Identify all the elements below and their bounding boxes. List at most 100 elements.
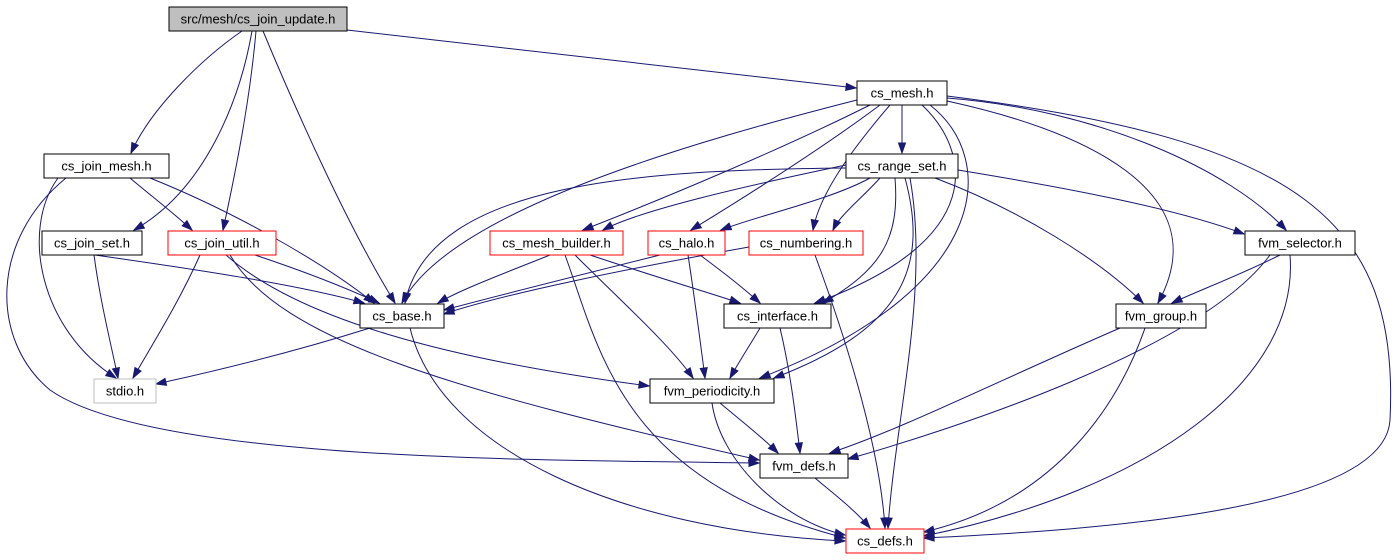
- edge-cs_base_h-to-cs_defs_h: [409, 327, 846, 542]
- edge-cs_range_set_h-to-cs_defs_h: [887, 177, 917, 529]
- node-cs-mesh-h[interactable]: cs_mesh.h: [856, 80, 948, 106]
- arrowhead-cs_join_mesh_h-to-stdio_h: [104, 368, 118, 379]
- node-box: [649, 378, 775, 404]
- arrowhead-cs_join_set_h-to-stdio_h: [111, 366, 120, 380]
- arrowhead-cs_join_util_h-to-fvm_defs_h: [747, 453, 761, 462]
- node-cs-base-h[interactable]: cs_base.h: [359, 303, 445, 329]
- node-box: [845, 153, 959, 179]
- edge-cs_join_update_h-to-cs_join_set_h: [133, 30, 253, 231]
- node-label: cs_mesh_builder.h: [502, 236, 610, 251]
- edge-cs_join_mesh_h-to-stdio_h: [38, 177, 117, 379]
- node-label: cs_numbering.h: [760, 236, 853, 251]
- arrowhead-cs_numbering_h-to-cs_base_h: [442, 306, 456, 315]
- edge-cs_join_util_h-to-fvm_defs_h: [229, 254, 760, 461]
- edge-cs_interface_h-to-fvm_defs_h: [779, 327, 801, 454]
- node-cs-range-set-h[interactable]: cs_range_set.h: [845, 153, 959, 179]
- edge-cs_mesh_builder_h-to-cs_defs_h: [564, 254, 846, 539]
- node-box: [1244, 230, 1356, 256]
- node-cs-defs-h[interactable]: cs_defs.h: [845, 528, 925, 554]
- node-label: fvm_selector.h: [1258, 236, 1342, 251]
- node-label: cs_join_set.h: [54, 236, 130, 251]
- arrowhead-cs_numbering_h-to-cs_defs_h: [880, 517, 889, 530]
- arrowhead-cs_join_update_h-to-cs_join_util_h: [221, 218, 230, 232]
- arrowhead-cs_join_update_h-to-cs_base_h: [385, 291, 396, 305]
- arrowhead-cs_mesh_builder_h-to-fvm_periodicity_h: [683, 366, 694, 380]
- arrowhead-cs_join_update_h-to-cs_join_set_h: [132, 221, 146, 231]
- node-box: [723, 303, 832, 329]
- node-label: cs_mesh.h: [871, 86, 934, 101]
- arrowhead-cs_range_set_h-to-cs_interface_h: [821, 294, 835, 304]
- edge-fvm_group_h-to-cs_defs_h: [923, 327, 1146, 533]
- node-cs-join-update-h: src/mesh/cs_join_update.h: [168, 6, 348, 32]
- node-label: cs_join_util.h: [184, 236, 259, 251]
- node-label: fvm_group.h: [1125, 309, 1197, 324]
- arrowhead-cs_range_set_h-to-cs_numbering_h: [832, 218, 842, 232]
- edge-fvm_periodicity_h-to-cs_defs_h: [711, 402, 846, 536]
- node-cs-numbering-h[interactable]: cs_numbering.h: [748, 230, 864, 256]
- dependency-edges: [6, 29, 1392, 545]
- arrowhead-cs_mesh_h-to-cs_halo_h: [689, 220, 703, 231]
- edge-cs_mesh_h-to-fvm_selector_h: [946, 97, 1287, 231]
- dependency-nodes: src/mesh/cs_join_update.h cs_mesh.h cs_joi…: [41, 6, 1356, 554]
- node-cs-join-set-h[interactable]: cs_join_set.h: [41, 230, 143, 256]
- node-fvm-defs-h[interactable]: fvm_defs.h: [759, 453, 849, 479]
- node-cs-halo-h[interactable]: cs_halo.h: [647, 230, 726, 256]
- edge-cs_join_mesh_h-to-cs_join_util_h: [129, 177, 193, 231]
- edge-cs_mesh_h-to-fvm_periodicity_h: [759, 104, 969, 379]
- node-fvm-periodicity-h[interactable]: fvm_periodicity.h: [649, 378, 775, 404]
- arrowhead-cs_mesh_builder_h-to-cs_base_h: [436, 294, 450, 304]
- edge-cs_numbering_h-to-cs_defs_h: [814, 254, 886, 529]
- node-fvm-group-h[interactable]: fvm_group.h: [1115, 303, 1207, 329]
- node-box: [167, 230, 277, 256]
- edge-cs_mesh_builder_h-to-fvm_periodicity_h: [574, 254, 694, 379]
- arrowhead-cs_mesh_h-to-cs_mesh_builder_h: [581, 222, 595, 231]
- edge-cs_join_util_h-to-fvm_periodicity_h: [225, 254, 650, 387]
- arrowhead-cs_join_set_h-to-cs_base_h: [352, 296, 366, 305]
- edge-cs_join_util_h-to-cs_base_h: [254, 254, 380, 304]
- node-stdio-h[interactable]: stdio.h: [93, 378, 157, 404]
- arrowhead-cs_halo_h-to-fvm_periodicity_h: [699, 367, 708, 380]
- arrowhead-cs_halo_h-to-cs_interface_h: [749, 292, 762, 305]
- edge-fvm_selector_h-to-cs_defs_h: [923, 254, 1291, 537]
- edge-cs_join_util_h-to-stdio_h: [132, 254, 201, 379]
- node-label: cs_defs.h: [857, 534, 913, 549]
- arrowhead-fvm_periodicity_h-to-cs_defs_h: [833, 528, 847, 537]
- node-label: cs_halo.h: [659, 236, 715, 251]
- node-cs-join-mesh-h[interactable]: cs_join_mesh.h: [43, 153, 170, 179]
- arrowhead-fvm_selector_h-to-fvm_defs_h: [846, 452, 860, 461]
- arrowhead-cs_mesh_h-to-cs_interface_h: [813, 295, 827, 304]
- edge-cs_join_update_h-to-cs_mesh_h: [346, 29, 857, 89]
- edge-fvm_group_h-to-fvm_defs_h: [829, 327, 1121, 454]
- node-label: fvm_periodicity.h: [664, 384, 761, 399]
- node-label: cs_range_set.h: [858, 159, 947, 174]
- node-cs-interface-h[interactable]: cs_interface.h: [723, 303, 832, 329]
- arrowhead-cs_join_util_h-to-stdio_h: [132, 366, 142, 380]
- node-box: [845, 528, 925, 554]
- arrowhead-cs_range_set_h-to-fvm_periodicity_h: [772, 370, 786, 379]
- node-cs-join-util-h[interactable]: cs_join_util.h: [167, 230, 277, 256]
- arrowhead-cs_base_h-to-stdio_h: [154, 377, 168, 386]
- arrowhead-cs_join_mesh_h-to-cs_join_util_h: [181, 219, 194, 232]
- node-box: [647, 230, 726, 256]
- edge-cs_join_mesh_h-to-fvm_defs_h: [6, 177, 760, 464]
- arrowhead-cs_mesh_h-to-cs_numbering_h: [810, 218, 819, 232]
- node-box: [759, 453, 849, 479]
- edge-fvm_defs_h-to-cs_defs_h: [814, 477, 871, 529]
- node-box: [168, 6, 348, 32]
- edge-cs_range_set_h-to-fvm_periodicity_h: [773, 177, 914, 379]
- arrowhead-cs_mesh_builder_h-to-cs_interface_h: [728, 295, 742, 304]
- node-label: cs_interface.h: [737, 309, 818, 324]
- edge-cs_numbering_h-to-cs_base_h: [443, 246, 750, 315]
- edge-cs_range_set_h-to-cs_halo_h: [720, 177, 871, 231]
- node-cs-mesh-builder-h[interactable]: cs_mesh_builder.h: [489, 230, 624, 256]
- edge-fvm_periodicity_h-to-fvm_defs_h: [719, 402, 779, 454]
- edge-cs_mesh_h-to-cs_halo_h: [690, 104, 881, 231]
- edge-cs_halo_h-to-fvm_periodicity_h: [687, 254, 706, 379]
- node-fvm-selector-h[interactable]: fvm_selector.h: [1244, 230, 1356, 256]
- node-label: cs_base.h: [372, 309, 431, 324]
- edge-cs_join_set_h-to-stdio_h: [93, 254, 119, 379]
- edge-cs_mesh_h-to-cs_interface_h: [814, 104, 956, 304]
- arrowhead-fvm_periodicity_h-to-fvm_defs_h: [767, 442, 780, 455]
- arrowhead-cs_mesh_h-to-fvm_group_h: [1157, 291, 1167, 305]
